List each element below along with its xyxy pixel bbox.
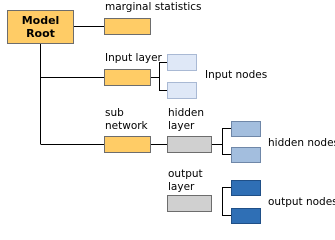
output-nodes-label: output nodes xyxy=(268,196,335,208)
input-node-2 xyxy=(167,82,197,99)
model-root-line1: Model xyxy=(21,14,60,27)
hidden-layer-label-line2: layer xyxy=(168,120,195,132)
hidden-node-2 xyxy=(231,147,261,163)
output-layer-to-output-nodes-connector xyxy=(222,187,231,216)
hidden-node-1 xyxy=(231,121,261,137)
sub-network-label-line2: network xyxy=(105,120,148,132)
input-nodes-label: Input nodes xyxy=(205,69,268,81)
output-layer-node xyxy=(167,195,212,212)
output-layer-label-line2: layer xyxy=(168,181,195,193)
marginal-statistics-node xyxy=(104,18,151,35)
root-to-children-connector xyxy=(40,26,104,145)
sub-network-label-line1: sub xyxy=(105,107,124,119)
neural-network-model-diagram: Model Root marginal statistics Input lay… xyxy=(7,1,335,224)
output-layer-label-line1: output xyxy=(168,168,203,180)
hidden-layer-label-line1: hidden xyxy=(168,107,205,119)
input-node-1 xyxy=(167,54,197,71)
input-layer-label: Input layer xyxy=(105,52,162,64)
input-layer-node xyxy=(104,69,151,86)
output-node-2 xyxy=(231,208,261,224)
marginal-statistics-label: marginal statistics xyxy=(105,1,202,13)
sub-network-node xyxy=(104,136,151,153)
hidden-layer-node xyxy=(167,136,212,153)
output-node-1 xyxy=(231,180,261,196)
input-to-input-nodes-connector xyxy=(151,62,167,91)
hidden-nodes-label: hidden nodes xyxy=(268,137,335,149)
hidden-layer-to-hidden-nodes-connector xyxy=(212,128,231,155)
model-root-line2: Root xyxy=(26,27,55,40)
model-root-node: Model Root xyxy=(7,10,74,44)
